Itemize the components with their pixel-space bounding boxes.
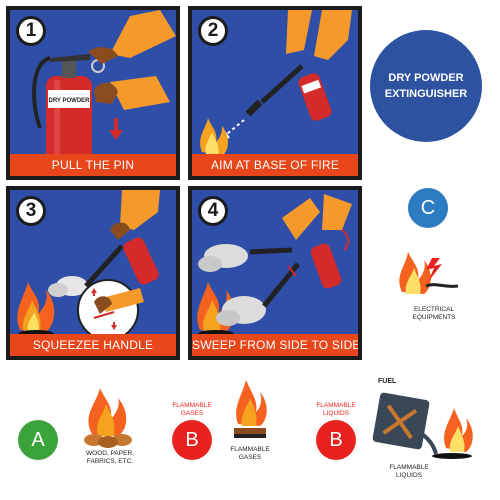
step-3-panel: 3 SQUEEZEE HANDLE (6, 186, 180, 360)
gas-burner-icon (234, 380, 267, 438)
class-b-gases-top-label: FLAMMABLE GASES (172, 402, 212, 417)
class-b-liquids-label: FLAMMABLE LIQUIDS (389, 464, 429, 479)
extinguisher-label: DRY POWDER (48, 98, 90, 104)
step-2-panel: 2 AIM AT BASE OF FIRE (188, 6, 362, 180)
step-caption: SQUEEZEE HANDLE (10, 334, 176, 356)
class-b-liquids-badge: B (316, 420, 356, 460)
step-caption: SWEEP FROM SIDE TO SIDE (192, 334, 358, 356)
step-number: 3 (16, 196, 46, 226)
title-badge: DRY POWDER EXTINGUISHER (370, 30, 482, 142)
step-number: 2 (198, 16, 228, 46)
step-4-panel: 4 SWEEP FROM SIDE TO SIDE (188, 186, 362, 360)
extinguisher-squeeze-icon (17, 190, 160, 341)
fuel-can-label: FUEL (378, 378, 397, 385)
class-c-badge: C (408, 188, 448, 228)
electrical-fire-icon (399, 252, 459, 294)
class-a-badge: A (18, 420, 58, 460)
fuel-can-fire-icon (372, 392, 473, 459)
campfire-icon (84, 388, 132, 448)
step-number: 1 (16, 16, 46, 46)
extinguisher-pull-pin-icon: DRY POWDER (32, 10, 176, 162)
class-a-label: WOOD, PAPER, FABRICS, ETC. (86, 450, 134, 465)
class-b-gases-badge: B (172, 420, 212, 460)
step-caption: AIM AT BASE OF FIRE (192, 154, 358, 176)
step-1-panel: DRY POWDER 1 PULL THE PIN (6, 6, 180, 180)
class-b-liquids-top-label: FLAMMABLE LIQUIDS (316, 402, 356, 417)
step-caption: PULL THE PIN (10, 154, 176, 176)
class-c-label: ELECTRICAL EQUIPMENTS (412, 306, 456, 321)
extinguisher-sweep-icon (197, 194, 352, 338)
step-number: 4 (198, 196, 228, 226)
class-b-gases-label: FLAMMABLE GASES (230, 446, 270, 461)
